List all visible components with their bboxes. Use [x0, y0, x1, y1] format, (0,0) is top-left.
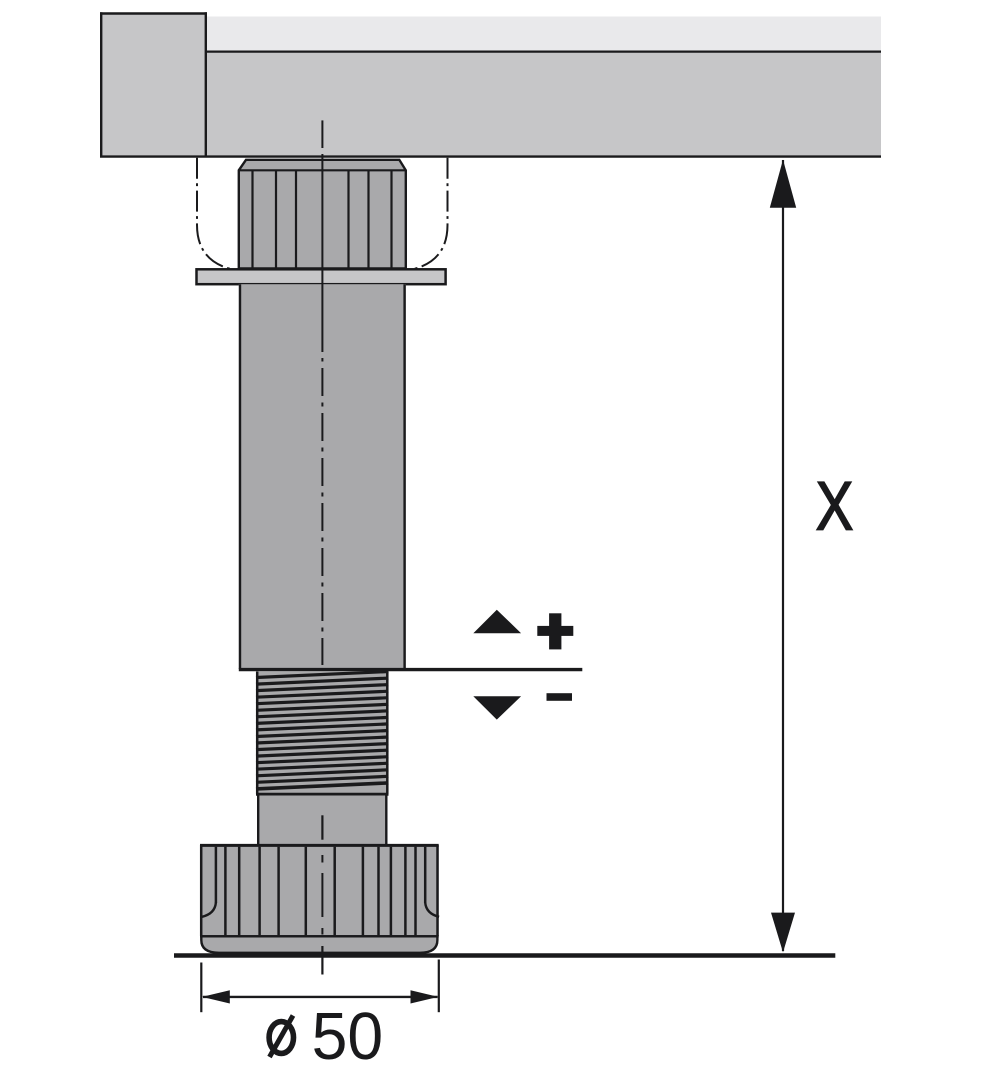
svg-text:50: 50: [312, 999, 384, 1073]
svg-text:X: X: [816, 468, 853, 545]
